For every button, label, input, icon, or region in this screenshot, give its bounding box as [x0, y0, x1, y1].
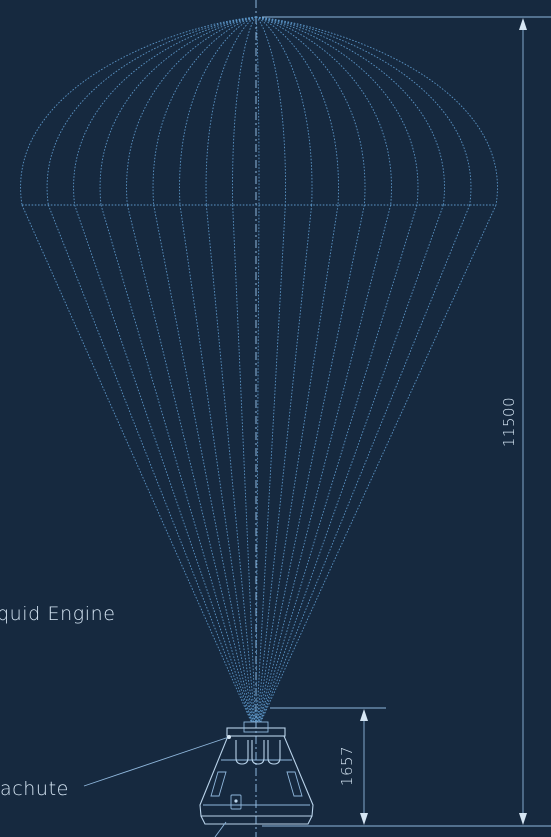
shroud-line	[126, 204, 254, 723]
capsule-window-right	[286, 771, 303, 797]
canopy-gore-seam	[46, 16, 257, 206]
dimension-arrow-bottom	[519, 813, 527, 825]
canopy-gore-seam	[255, 16, 419, 206]
callout-parachute: achute	[0, 735, 231, 800]
engine-label: quid Engine	[0, 603, 116, 625]
capsule-dim-arrow-bottom	[360, 813, 368, 825]
canopy-gore-seam	[255, 16, 260, 206]
leader-line-parachute	[83, 736, 230, 787]
capsule-window-left	[210, 771, 227, 797]
parachute-label: achute	[0, 778, 69, 800]
shroud-line	[259, 204, 444, 723]
parachute-bay-right	[267, 740, 281, 765]
canopy-gore-seam	[126, 16, 257, 206]
height-dimension-capsule: 1657	[270, 707, 386, 825]
shroud-line	[179, 204, 255, 723]
canopy-gore-seam	[255, 16, 392, 206]
dimension-total-text: 11500	[500, 397, 518, 447]
shroud-line	[258, 204, 392, 723]
shroud-line	[256, 204, 313, 723]
canopy-gore-seam	[255, 16, 366, 206]
shroud-line	[21, 204, 252, 723]
parachute-canopy	[20, 16, 498, 206]
shroud-line	[74, 204, 253, 723]
canopy-gore-seam	[179, 16, 257, 206]
leader-dot-parachute	[227, 735, 231, 739]
shroud-line	[100, 204, 254, 723]
canopy-gore-seam	[255, 16, 313, 206]
shroud-line	[153, 204, 255, 723]
dimension-arrow-top	[519, 18, 527, 30]
parachute-bay-left	[235, 740, 249, 765]
capsule-heat-shield	[200, 815, 313, 825]
shroud-line	[256, 204, 286, 723]
shroud-line	[260, 204, 497, 723]
canopy-gore-seam	[255, 16, 286, 206]
parachute-shroud-lines	[21, 204, 497, 723]
canopy-gore-seam	[255, 16, 472, 206]
crew-capsule	[199, 721, 314, 825]
canopy-gore-seam	[255, 16, 445, 206]
shroud-line	[255, 204, 260, 723]
dimension-capsule-text: 1657	[338, 746, 356, 786]
capsule-dim-arrow-top	[360, 709, 368, 721]
shroud-line	[257, 204, 339, 723]
capsule-hatch	[230, 794, 242, 810]
parachute-bay-center	[251, 740, 265, 765]
canopy-gore-seam	[232, 16, 257, 206]
canopy-gore-seam	[73, 16, 257, 206]
leader-line-bottom	[214, 821, 227, 837]
canopy-gore-seam	[205, 16, 257, 206]
shroud-line	[205, 204, 256, 723]
canopy-gore-seam	[20, 16, 257, 206]
shroud-line	[47, 204, 253, 723]
shroud-line	[259, 204, 471, 723]
canopy-gore-seam	[99, 16, 257, 206]
canopy-gore-seam	[255, 16, 498, 206]
height-dimension-total: 11500	[262, 16, 551, 827]
canopy-gore-seam	[255, 16, 339, 206]
capsule-hatch-handle	[234, 799, 238, 803]
shroud-line	[258, 204, 418, 723]
capsule-docking-ring	[243, 721, 269, 733]
canopy-gore-seam	[152, 16, 257, 206]
shroud-line	[257, 204, 365, 723]
shroud-line	[232, 204, 256, 723]
